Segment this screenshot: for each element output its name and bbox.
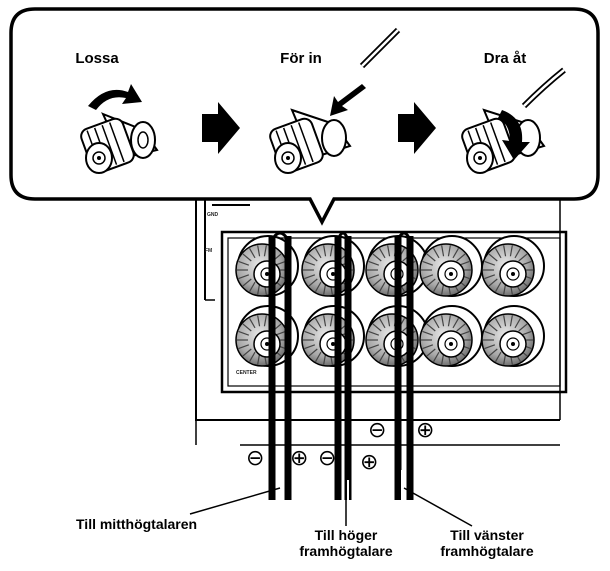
tighten-arrow-icon bbox=[498, 110, 530, 160]
step-label-insert: För in bbox=[280, 50, 322, 67]
plus-polarity-icon: ⊕ bbox=[360, 449, 379, 474]
terminal-grid bbox=[235, 235, 545, 367]
speaker-terminal bbox=[301, 235, 365, 297]
callout-front-right-line2: framhögtalare bbox=[299, 543, 393, 559]
callout-front-right-line1: Till höger bbox=[314, 527, 378, 543]
speaker-terminal bbox=[481, 235, 545, 297]
fm-label: FM bbox=[205, 248, 212, 254]
loosen-arrow-icon bbox=[88, 84, 142, 110]
speaker-terminal bbox=[419, 305, 483, 367]
callout-center-speaker: Till mitthögtalaren bbox=[76, 516, 198, 532]
step-insert-illustration bbox=[269, 108, 352, 174]
step-label-loosen: Lossa bbox=[75, 50, 119, 67]
callout-front-left-line1: Till vänster bbox=[450, 527, 524, 543]
plus-polarity-icon: ⊕ bbox=[290, 445, 309, 470]
speaker-terminal bbox=[419, 235, 483, 297]
speaker-terminal bbox=[301, 305, 365, 367]
minus-polarity-icon: ⊖ bbox=[368, 417, 387, 442]
plus-polarity-icon: ⊕ bbox=[416, 417, 435, 442]
minus-polarity-icon: ⊖ bbox=[318, 445, 337, 470]
insert-wire-icon bbox=[330, 84, 366, 116]
step-label-tighten: Dra åt bbox=[483, 50, 527, 67]
gnd-label: GND bbox=[207, 212, 219, 218]
speaker-wires bbox=[189, 231, 473, 527]
center-label: CENTER bbox=[236, 370, 257, 376]
minus-polarity-icon: ⊖ bbox=[246, 445, 265, 470]
callout-front-left-line2: framhögtalare bbox=[440, 543, 534, 559]
step-loosen-illustration bbox=[80, 112, 159, 174]
leader-line-center bbox=[189, 487, 281, 515]
leader-line-left bbox=[403, 487, 473, 527]
next-step-arrow-icon-2 bbox=[398, 102, 436, 154]
next-step-arrow-icon bbox=[202, 102, 240, 154]
speaker-terminal bbox=[481, 305, 545, 367]
step-tighten-illustration bbox=[461, 67, 566, 174]
